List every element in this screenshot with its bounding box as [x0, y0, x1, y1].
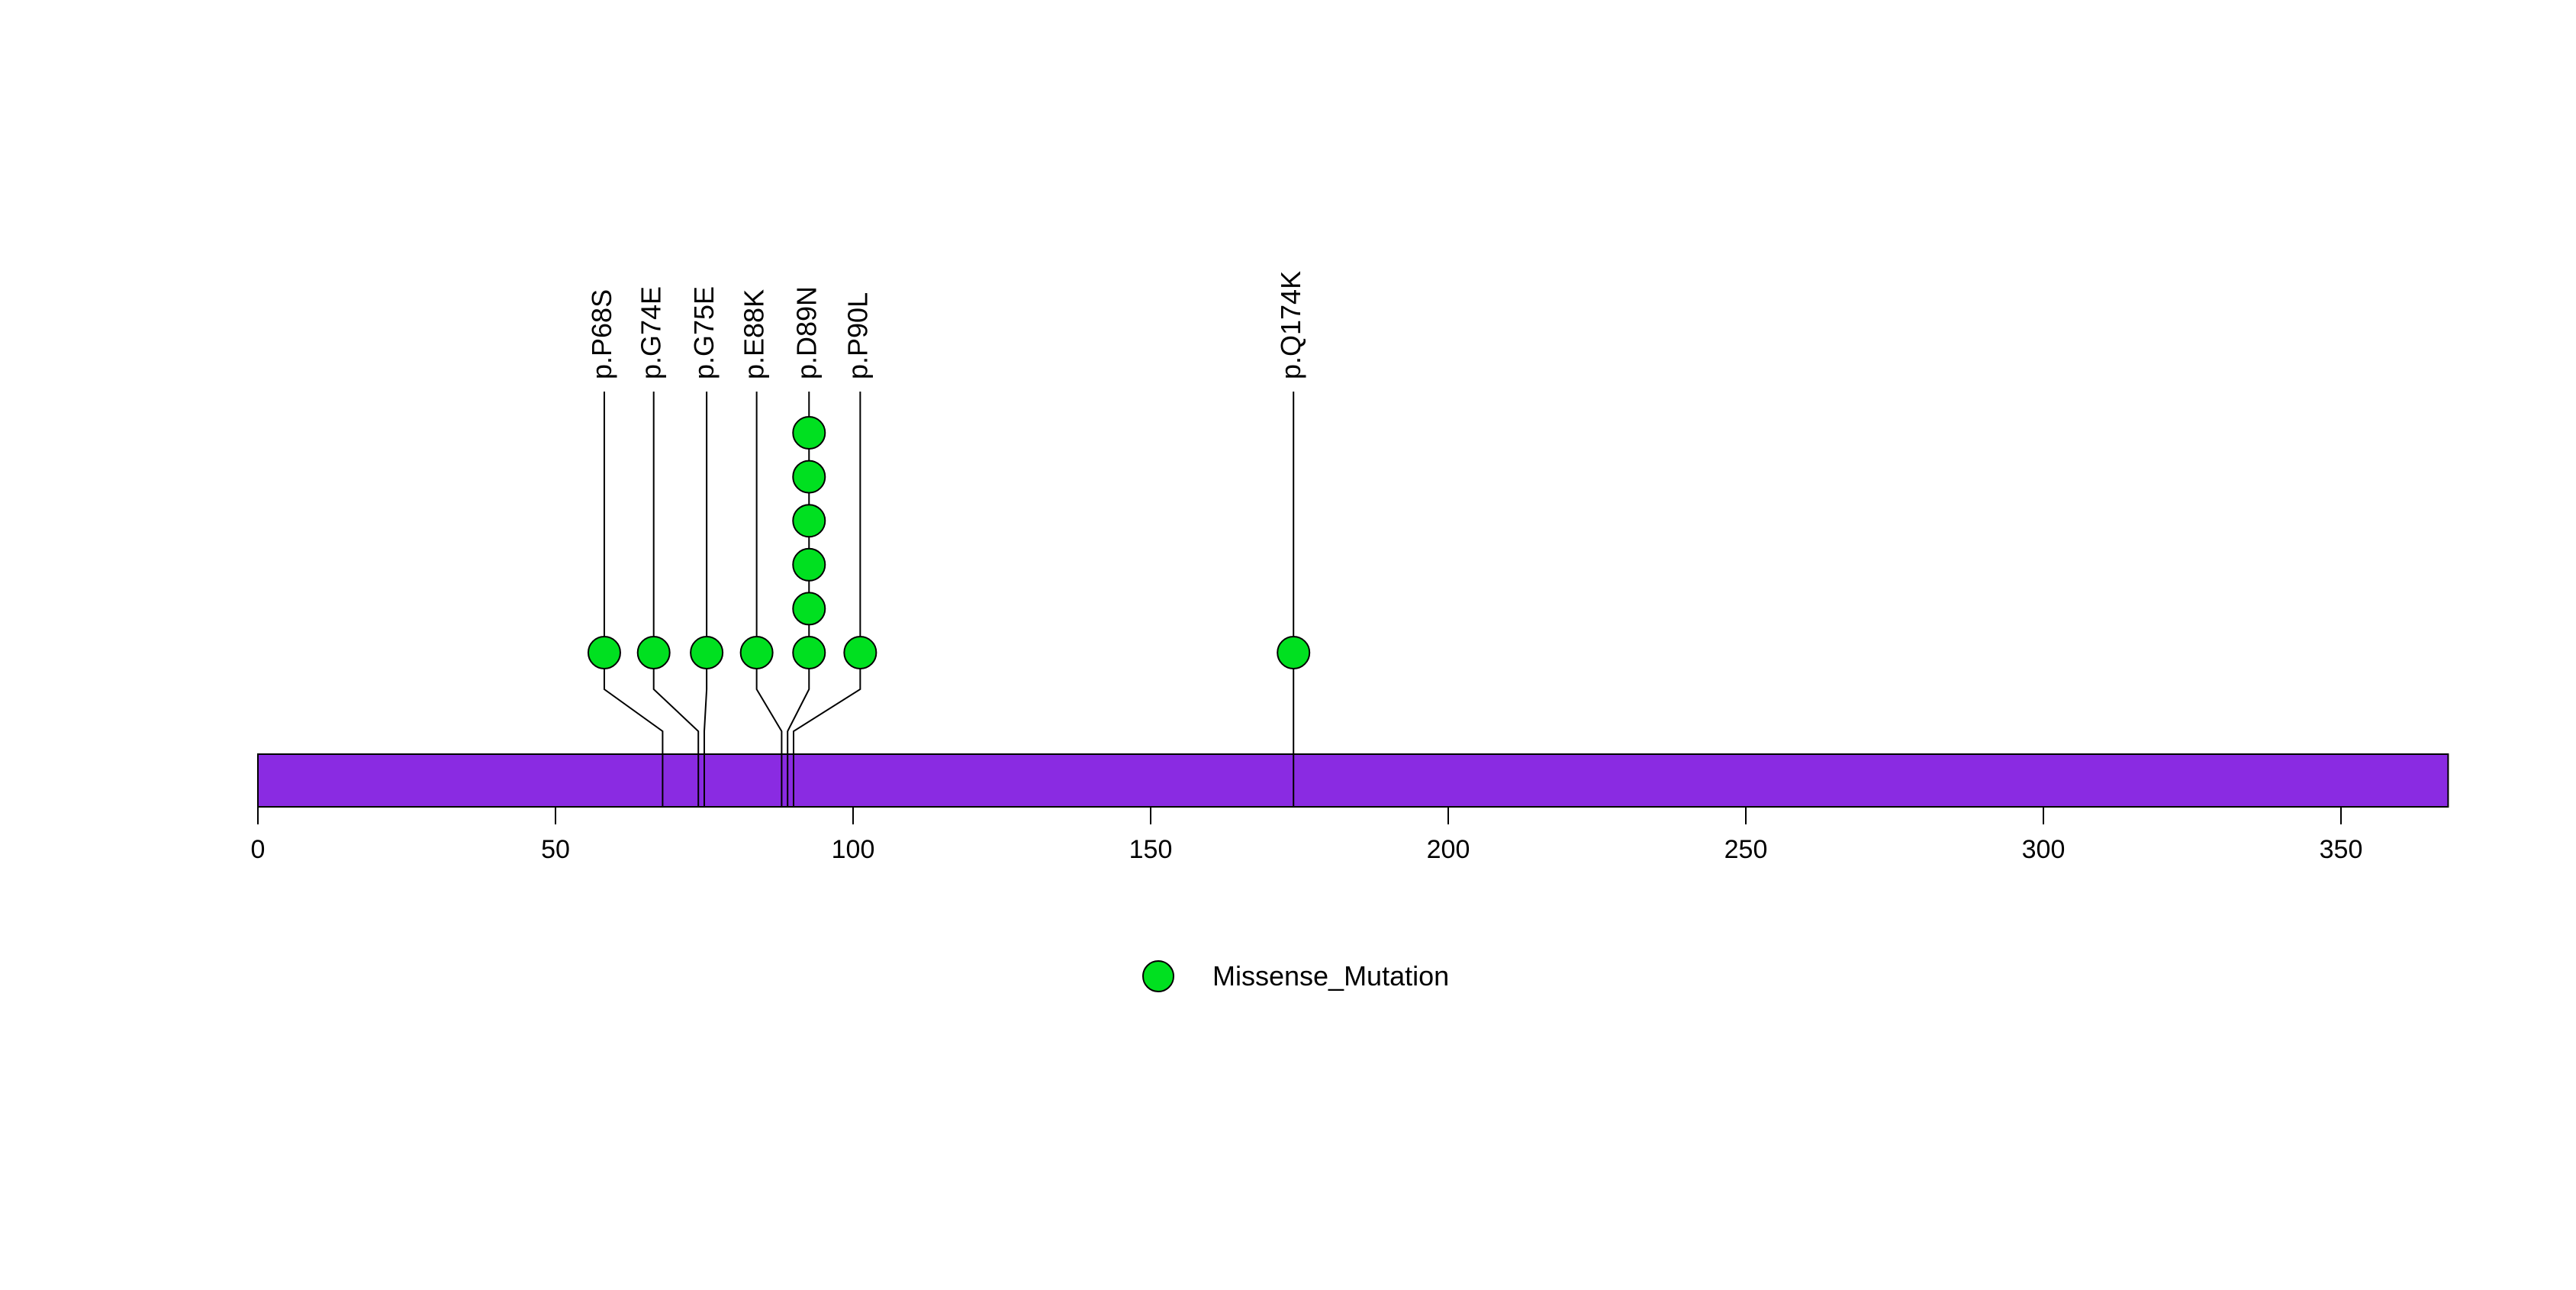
lollipop-stem [704, 392, 708, 807]
axis-tick-label: 0 [251, 835, 266, 864]
mutation-label: p.P90L [842, 292, 873, 379]
lollipop-circle [587, 636, 621, 669]
mutation-label: p.G74E [636, 286, 667, 379]
lollipop-circle [636, 636, 671, 669]
lollipop-circle [792, 636, 826, 669]
lollipop-circle [792, 547, 826, 582]
lollipop-stem [603, 392, 664, 807]
mutation-label: p.G75E [688, 286, 720, 379]
mutation-label: p.E88K [739, 289, 770, 379]
missense-mutation-dot-icon [1142, 960, 1174, 992]
lollipop-stem [793, 392, 861, 807]
axis-tick-label: 250 [1724, 835, 1768, 864]
axis-tick-label: 350 [2320, 835, 2363, 864]
legend-label: Missense_Mutation [1212, 960, 1450, 992]
lollipop-circle [1277, 636, 1311, 669]
mutation-label: p.Q174K [1275, 271, 1306, 379]
legend: Missense_Mutation [1142, 960, 1449, 992]
mutation-label: p.D89N [791, 286, 822, 379]
protein-bar [257, 753, 2449, 808]
axis-tick-label: 200 [1427, 835, 1470, 864]
lollipop-circle [792, 460, 826, 494]
lollipop-circle [792, 416, 826, 450]
axis-tick-label: 150 [1129, 835, 1173, 864]
axis-tick-label: 300 [2022, 835, 2066, 864]
mutation-label: p.P68S [586, 289, 617, 379]
lollipop-circle [843, 636, 877, 669]
lollipop-circle [792, 504, 826, 538]
lollipop-circle [739, 636, 774, 669]
lollipop-circle [690, 636, 724, 669]
axis-tick-label: 100 [832, 835, 875, 864]
axis-tick-label: 50 [541, 835, 570, 864]
lollipop-circle [792, 592, 826, 626]
lollipop-stem [787, 392, 810, 807]
lollipop-stem [652, 392, 700, 807]
lollipop-stem [755, 392, 783, 807]
